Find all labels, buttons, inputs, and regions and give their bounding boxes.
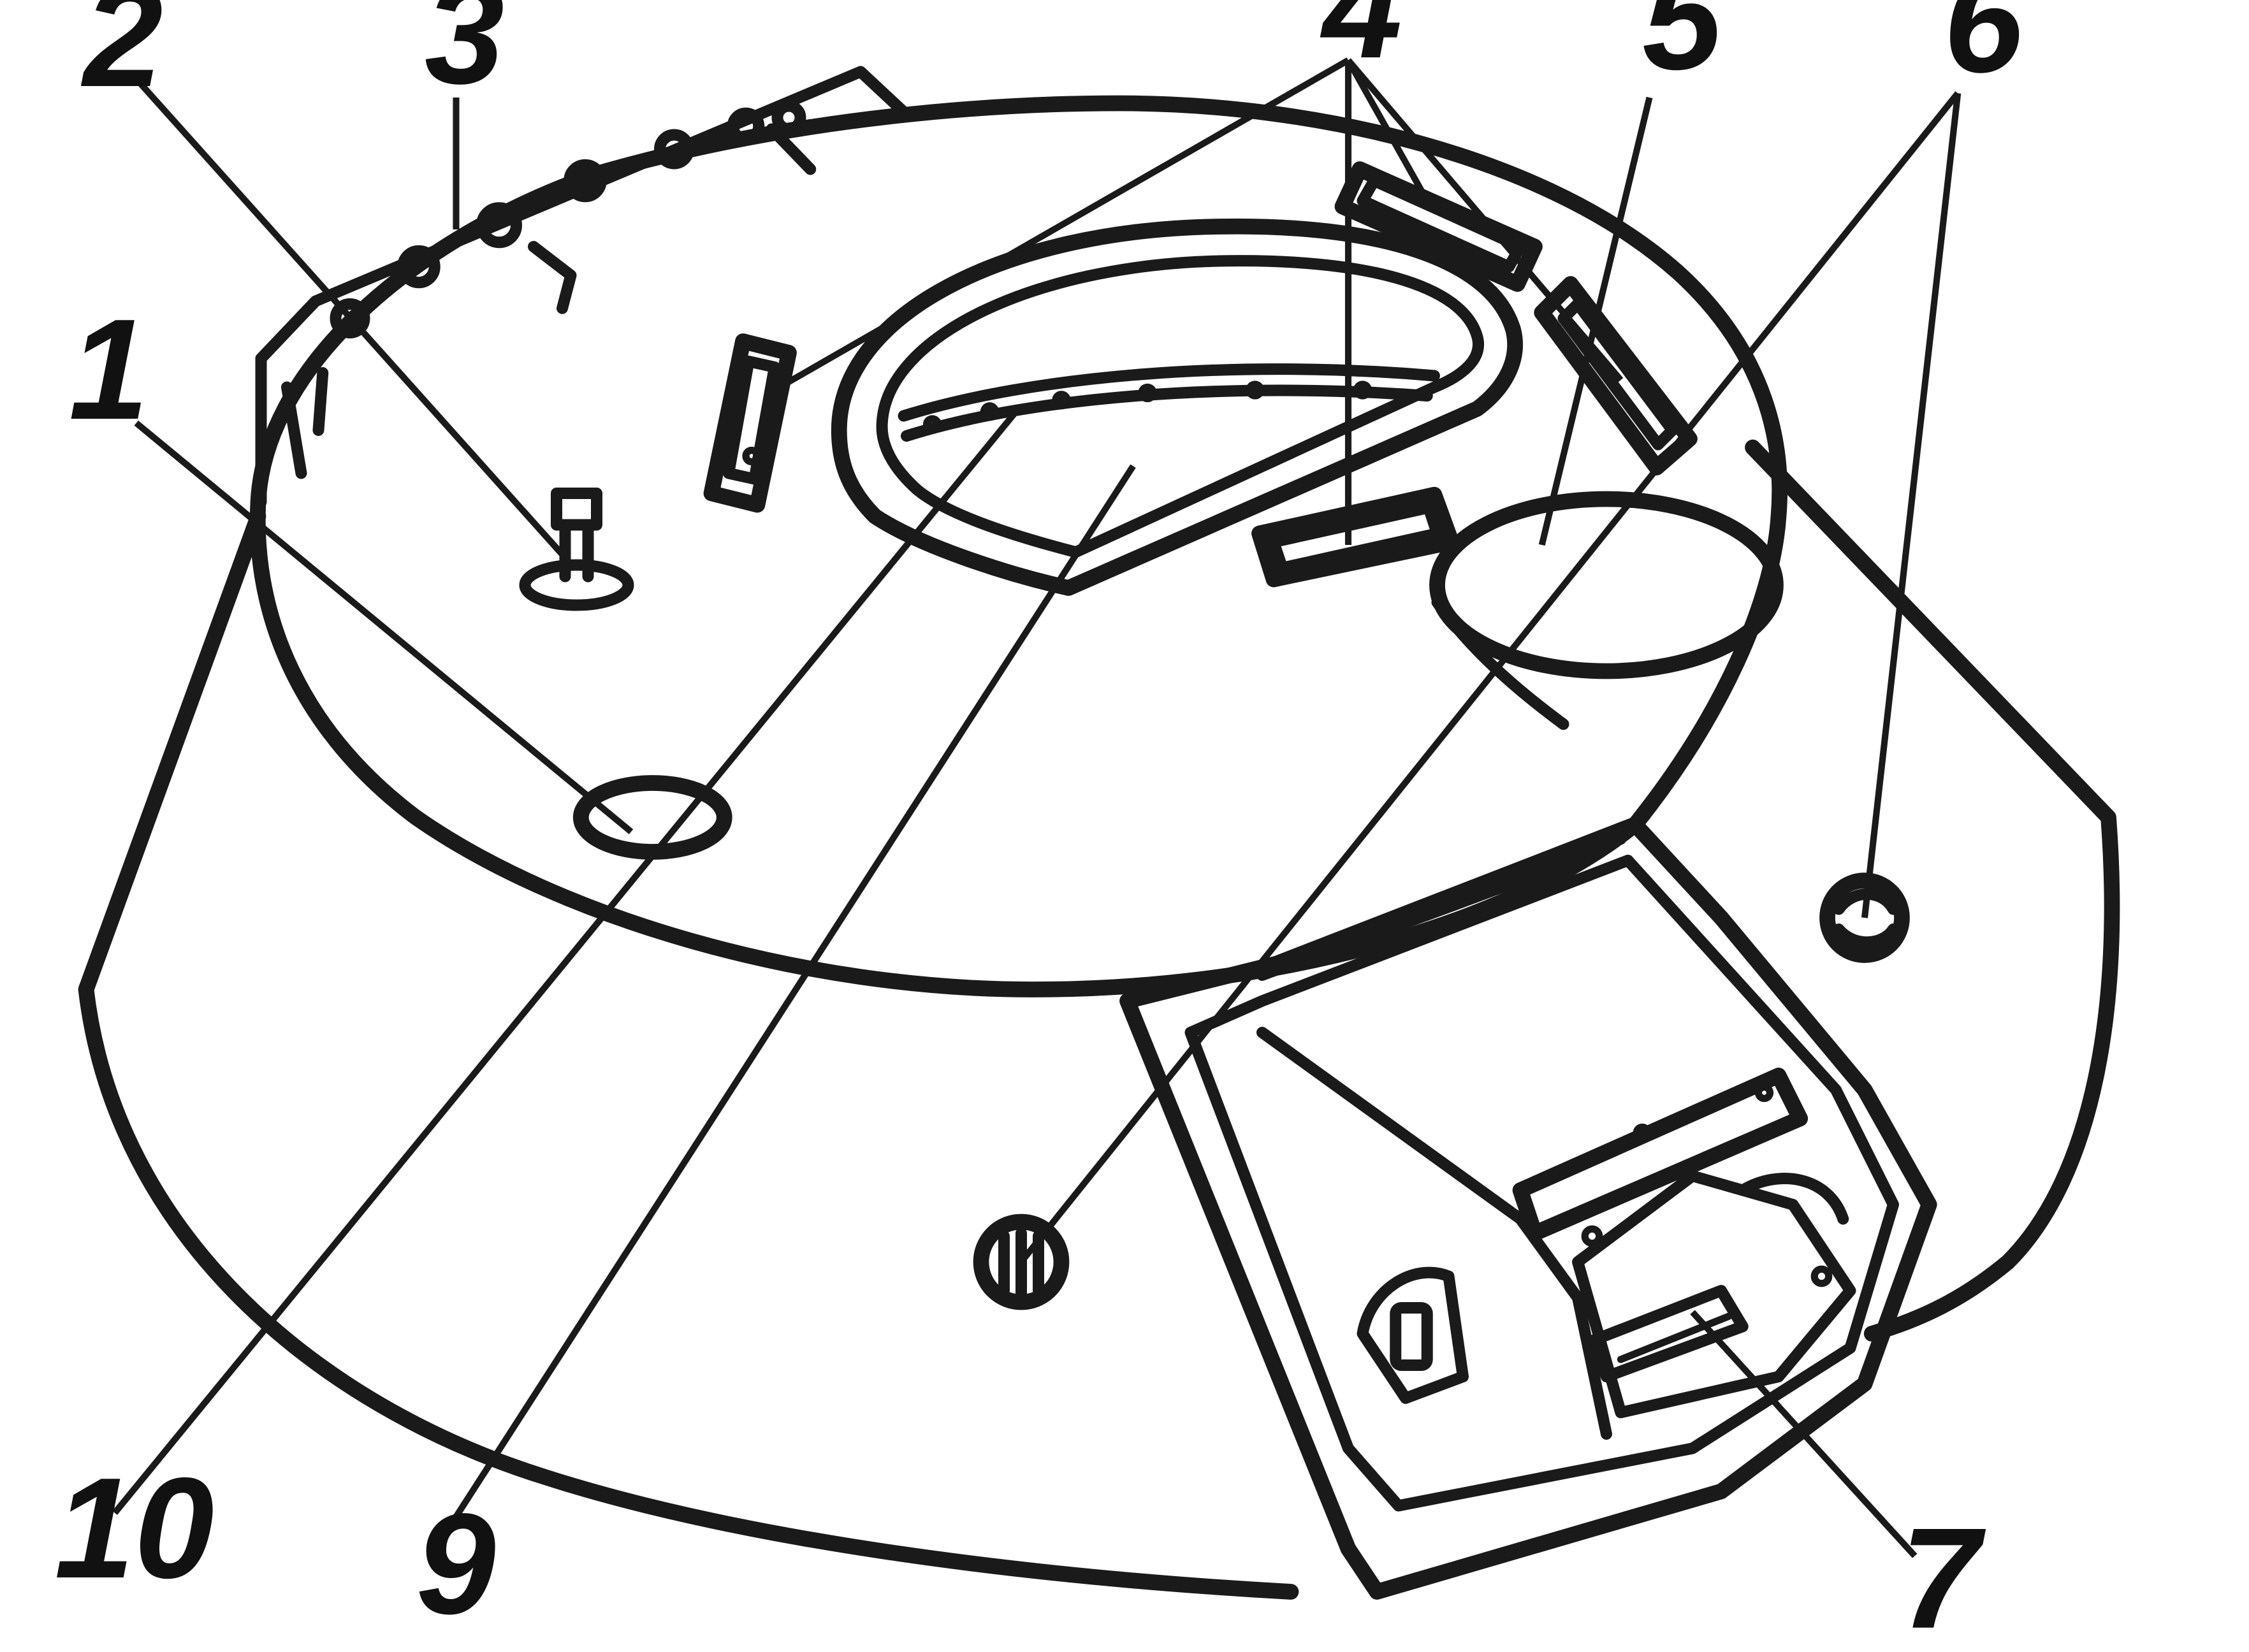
- turret-right-wall: [1745, 439, 2120, 1342]
- callout-label-6: 6: [1944, 0, 2025, 102]
- leader-4a: [773, 57, 1350, 393]
- leader-6b: [1861, 92, 1962, 918]
- callout-label-10: 10: [55, 1447, 214, 1608]
- roof-stud: [519, 488, 634, 611]
- rear-rail-holes: [330, 100, 817, 338]
- callout-label-9: 9: [416, 1483, 496, 1644]
- leader-lines: [112, 57, 1962, 1558]
- round-opening-right: [1429, 491, 1784, 730]
- mantlet-outer-frame: [1119, 816, 1937, 1600]
- leader-6a: [1019, 91, 1961, 1264]
- turret-rear-lip: [255, 66, 910, 365]
- callout-label-1: 1: [69, 289, 149, 449]
- leader-5: [1538, 96, 1653, 546]
- vision-slot-center: [1251, 486, 1460, 588]
- leader-9: [442, 464, 1136, 1537]
- turret-rear-lip-lower: [255, 352, 329, 508]
- leader-4d: [1346, 58, 1624, 382]
- callout-label-4: 4: [1320, 0, 1402, 88]
- leader-4c: [1345, 59, 1430, 203]
- callout-label-3: 3: [425, 0, 504, 113]
- callout-label-2: 2: [81, 0, 163, 117]
- leader-7: [1690, 1310, 1918, 1558]
- turret-left-wall: [78, 508, 1299, 1600]
- turret-body: [78, 66, 2120, 1600]
- gun-mantlet: [1119, 816, 1937, 1600]
- pistol-port-plug: [1819, 873, 1910, 963]
- mantlet-inner-frame: [1184, 855, 1899, 1512]
- callout-labels: 1 2 3 4 5 6 7 9 10: [55, 0, 2025, 1652]
- leader-10: [112, 407, 1021, 1515]
- callout-label-7: 7: [1900, 1498, 1986, 1652]
- leader-1: [134, 420, 634, 834]
- leader-2: [133, 76, 569, 562]
- callout-label-5: 5: [1642, 0, 1724, 99]
- vision-slot-left: [703, 333, 797, 513]
